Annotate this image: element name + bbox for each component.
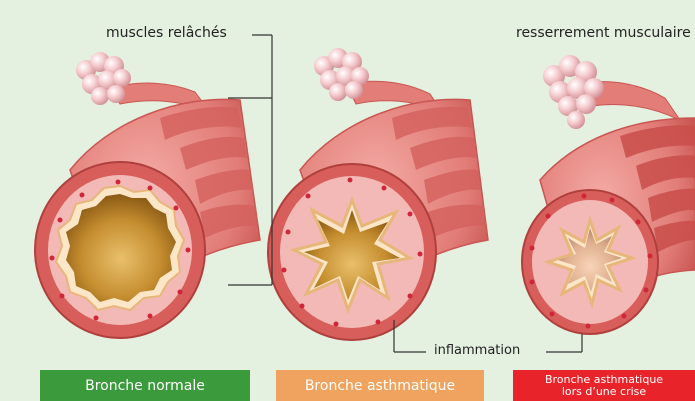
caption-attack-line2: lors d’une crise — [562, 386, 646, 398]
muscle-tightening-label: resserrement musculaire — [516, 25, 691, 41]
caption-normal-bronchus: Bronche normale — [40, 370, 250, 401]
muscles-relaxed-label: muscles relâchés — [106, 25, 227, 41]
caption-asthma-attack: Bronche asthmatique lors d’une crise — [513, 370, 695, 401]
inflammation-label: inflammation — [434, 343, 520, 358]
caption-asthmatic-text: Bronche asthmatique — [305, 378, 455, 394]
caption-normal-text: Bronche normale — [85, 378, 205, 394]
caption-asthmatic-bronchus: Bronche asthmatique — [276, 370, 484, 401]
caption-attack-line1: Bronche asthmatique — [545, 374, 663, 386]
